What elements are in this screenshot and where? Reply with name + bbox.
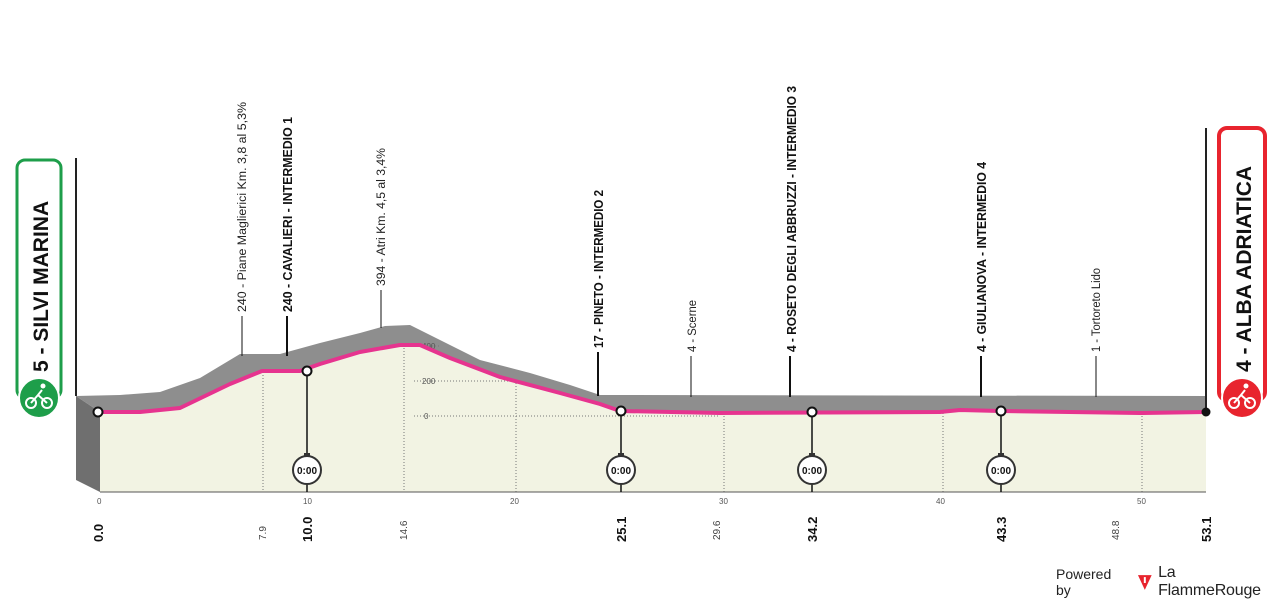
km-label-7-9: 7.9	[258, 526, 269, 540]
km-label-10: 10.0	[300, 517, 315, 542]
route-markers	[92, 365, 1211, 418]
timer-lines	[306, 376, 1002, 492]
marker-finish	[1201, 407, 1211, 417]
marker-intermedio-4	[995, 405, 1007, 417]
stopwatch-icon-4: 0:00	[986, 453, 1016, 485]
finish-banner: 4 - ALBA ADRIATICA	[1217, 126, 1267, 419]
km-label-25-1: 25.1	[614, 517, 629, 542]
marker-intermedio-1	[301, 365, 313, 377]
axis-km-50: 50	[1137, 497, 1146, 506]
stopwatch-icon-2: 0:00	[606, 453, 636, 485]
marker-intermedio-3	[806, 406, 818, 418]
terrain-side	[76, 396, 100, 492]
powered-by: Powered by La FlammeRouge	[1056, 564, 1280, 600]
svg-text:0:00: 0:00	[802, 466, 822, 477]
route-line	[100, 343, 1207, 415]
axis-km-30: 30	[719, 497, 728, 506]
marker-intermedio-2	[615, 405, 627, 417]
svg-text:0:00: 0:00	[297, 466, 317, 477]
km-label-34-2: 34.2	[805, 517, 820, 542]
axis-km-40: 40	[936, 497, 945, 506]
km-label-43-3: 43.3	[994, 517, 1009, 542]
finish-label: 4 - ALBA ADRIATICA	[1233, 166, 1256, 372]
terrain-top	[76, 325, 1206, 413]
powered-by-text: Powered by	[1056, 566, 1112, 598]
start-banner: 5 - SILVI MARINA	[15, 158, 63, 419]
waypoint-label-piane: 240 - Piane Maglierici Km. 3,8 al 5,3%	[237, 102, 249, 312]
km-label-0: 0.0	[91, 524, 106, 542]
elev-tick-0: 0	[424, 412, 429, 421]
svg-text:0:00: 0:00	[611, 466, 631, 477]
start-label: 5 - SILVI MARINA	[30, 201, 53, 372]
marker-start	[92, 406, 104, 418]
finish-cyclist-icon	[1221, 377, 1263, 419]
elev-tick-400: 400	[422, 342, 436, 351]
axis-km-20: 20	[510, 497, 519, 506]
axis-km-10: 10	[303, 497, 312, 506]
waypoint-label-roseto: 4 - ROSETO DEGLI ABBRUZZI - INTERMEDIO 3	[784, 86, 799, 352]
stopwatch-icon-3: 0:00	[797, 453, 827, 485]
label-leaders	[241, 290, 1097, 397]
waypoint-label-atri: 394 - Atri Km. 4,5 al 3,4%	[376, 148, 388, 286]
start-cyclist-icon	[18, 377, 60, 419]
axis-km-0: 0	[97, 497, 102, 506]
elev-tick-200: 200	[422, 377, 436, 386]
km-label-53-1: 53.1	[1199, 517, 1214, 542]
waypoint-label-scerne: 4 - Scerne	[687, 300, 699, 352]
reference-lines	[262, 345, 1143, 492]
flamme-rouge-logo-icon	[1138, 575, 1153, 590]
km-label-29-6: 29.6	[712, 520, 723, 540]
stopwatch-icon-1: 0:00	[292, 453, 322, 485]
waypoint-label-cavalieri: 240 - CAVALIERI - INTERMEDIO 1	[280, 117, 295, 312]
waypoint-label-tortoreto: 1 - Tortoreto Lido	[1091, 268, 1103, 352]
waypoint-label-giulianova: 4 - GIULIANOVA - INTERMEDIO 4	[974, 161, 989, 352]
brand-name: La FlammeRouge	[1158, 564, 1261, 599]
svg-text:0:00: 0:00	[991, 466, 1011, 477]
waypoint-label-pineto: 17 - PINETO - INTERMEDIO 2	[591, 190, 606, 348]
profile-face	[100, 345, 1206, 492]
km-label-48-8: 48.8	[1111, 520, 1122, 540]
km-label-14-6: 14.6	[399, 520, 410, 540]
